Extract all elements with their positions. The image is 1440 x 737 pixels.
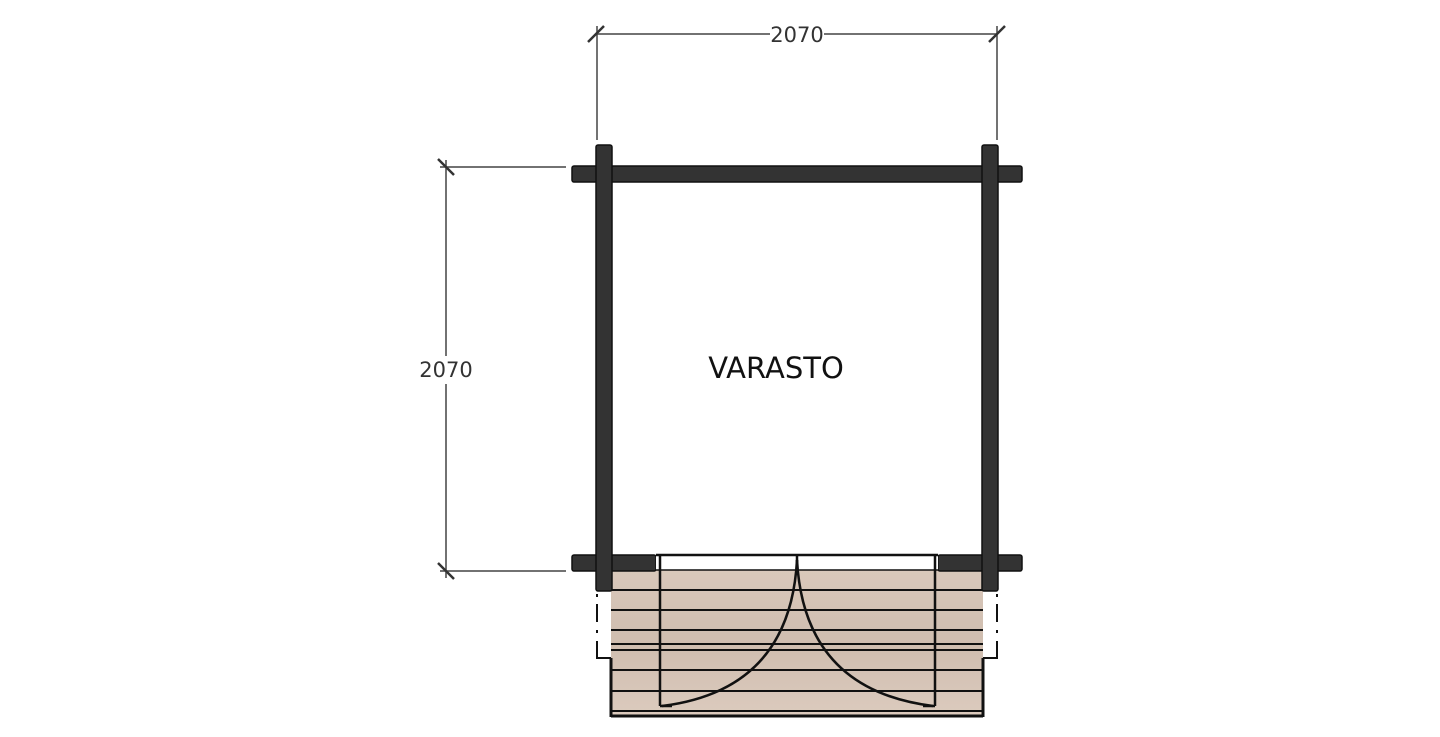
width-dimension: 2070 (587, 22, 1006, 140)
depth-dimension-label: 2070 (419, 358, 472, 382)
railing-outline (596, 594, 998, 659)
room-label: VARASTO (708, 351, 844, 385)
double-door (656, 553, 938, 708)
terrace-deck (609, 570, 985, 718)
width-dimension-label: 2070 (770, 23, 823, 47)
walls (571, 144, 1023, 592)
depth-dimension: 2070 (418, 158, 566, 580)
